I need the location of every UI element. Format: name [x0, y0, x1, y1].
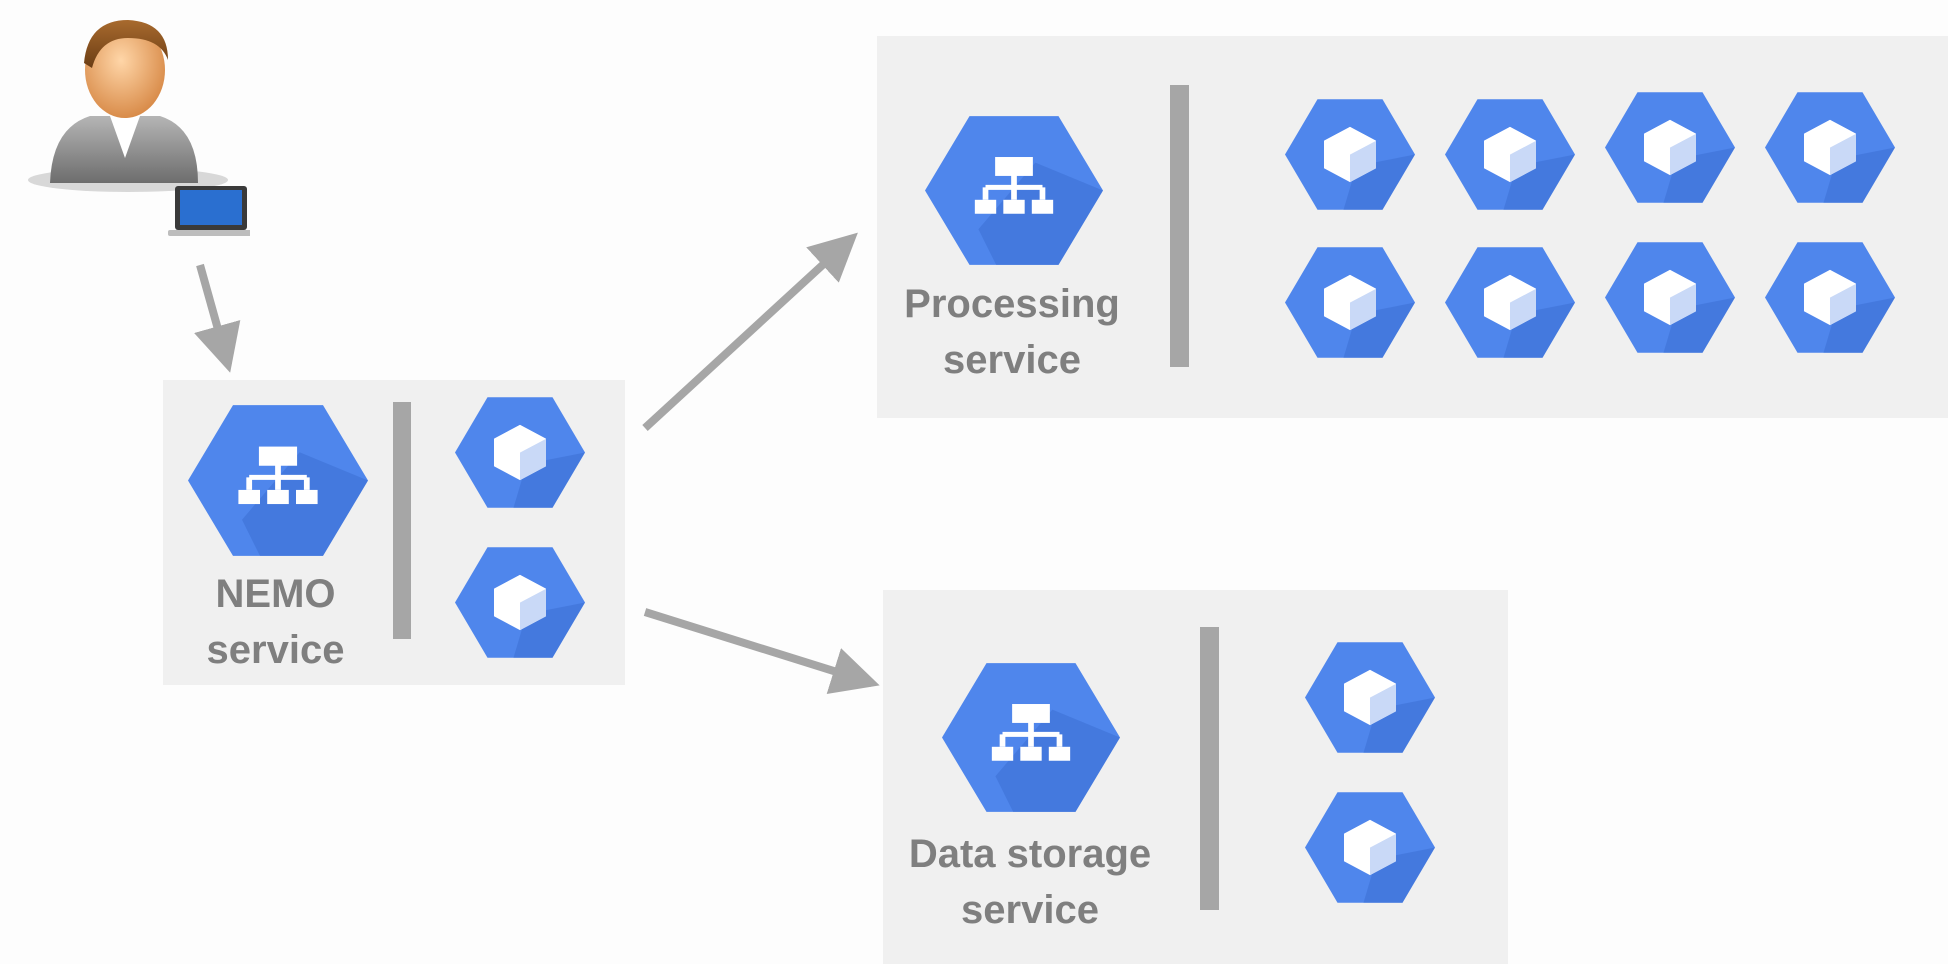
data-storage-divider [1200, 627, 1219, 910]
arrow-nemo-to-processing [642, 232, 858, 431]
processing-instance-icon [1605, 90, 1735, 205]
processing-instance-icon [1445, 97, 1575, 212]
data-storage-load-balancer-icon [942, 660, 1120, 815]
processing-instance-icon [1765, 240, 1895, 355]
arrow-user-to-nemo [194, 263, 241, 373]
processing-instance-icon [1445, 245, 1575, 360]
processing-instance-icon [1285, 245, 1415, 360]
user-with-laptop-icon [10, 8, 254, 238]
data-storage-instance-icon [1305, 790, 1435, 905]
arrow-nemo-to-storage [643, 608, 880, 694]
processing-load-balancer-icon [925, 113, 1103, 268]
data-storage-service-label: Data storage service [908, 832, 1152, 932]
nemo-instance-icon [455, 395, 585, 510]
nemo-load-balancer-icon [188, 402, 368, 559]
processing-service-label: Processing service [904, 282, 1120, 382]
processing-instance-icon [1765, 90, 1895, 205]
nemo-service-label: NEMO service [206, 572, 345, 672]
data-storage-instance-icon [1305, 640, 1435, 755]
nemo-instance-icon [455, 545, 585, 660]
processing-instance-icon [1605, 240, 1735, 355]
processing-divider [1170, 85, 1189, 367]
nemo-divider [393, 402, 411, 639]
processing-instance-icon [1285, 97, 1415, 212]
